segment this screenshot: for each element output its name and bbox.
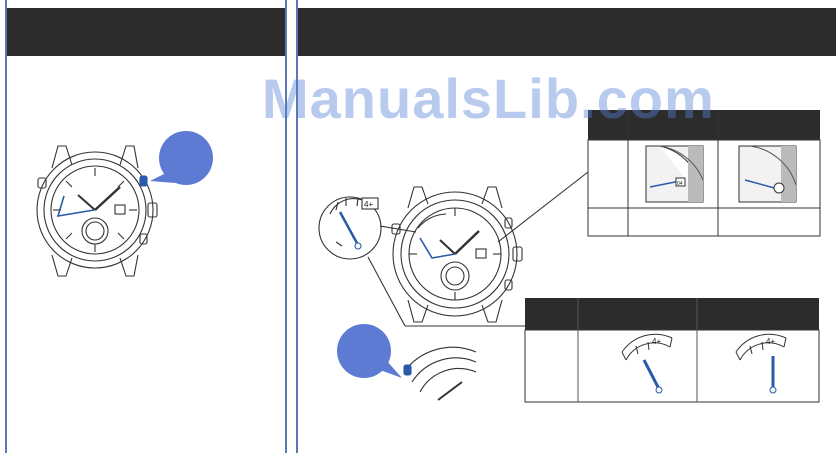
gauge-1-mark: 4+ xyxy=(652,337,661,346)
top-table-header xyxy=(588,110,820,140)
gauge-1-hand xyxy=(642,359,661,390)
right-watch-hour-hand xyxy=(454,230,480,255)
left-callout xyxy=(150,131,213,185)
partial-watch-illustration xyxy=(403,340,486,410)
bottom-gauge-2 xyxy=(735,333,787,394)
right-callout-pointer xyxy=(380,360,402,378)
top-thumb-2 xyxy=(738,145,797,203)
left-watch-illustration xyxy=(36,145,158,277)
magnifier-leader-line xyxy=(379,225,417,233)
left-panel-header xyxy=(7,8,285,56)
right-callout xyxy=(337,324,402,378)
left-watch-blue-hand xyxy=(56,195,95,218)
right-watch-crown xyxy=(512,246,523,262)
right-watch-subdial xyxy=(440,261,470,291)
left-watch-hour-hand xyxy=(94,186,121,211)
partial-watch-button-highlight xyxy=(403,364,412,376)
right-watch-case xyxy=(392,191,518,317)
left-watch-lug-bottom-right xyxy=(119,254,139,277)
right-panel xyxy=(296,0,836,453)
thumb-2-blue-hand xyxy=(744,179,779,190)
right-watch-blue-hand xyxy=(419,237,456,259)
left-watch-case xyxy=(36,151,154,269)
top-table xyxy=(587,110,821,237)
left-watch-lug-bottom-left xyxy=(51,254,73,277)
left-watch-minute-hand xyxy=(77,194,96,211)
left-watch-crown xyxy=(147,202,158,218)
right-watch-lug-top-left xyxy=(407,186,429,209)
right-panel-header xyxy=(298,8,836,56)
thumb-1-date: 04 xyxy=(677,181,683,187)
left-watch-button-highlight xyxy=(139,175,148,187)
bottom-gauge-1 xyxy=(621,333,673,394)
top-thumb-1 xyxy=(645,145,704,203)
right-watch-illustration xyxy=(391,186,523,323)
magnifier-leader-line-2 xyxy=(367,256,406,327)
bottom-table-header xyxy=(525,298,819,330)
left-watch-lug-top-right xyxy=(119,145,139,169)
right-watch-date-window xyxy=(475,248,487,259)
magnifier-circle xyxy=(318,196,382,260)
left-panel xyxy=(5,0,287,453)
left-watch-lug-top-left xyxy=(51,145,73,169)
indicator-magnifier xyxy=(318,196,417,327)
watermark: ManualsLib.com xyxy=(262,67,715,130)
bottom-table xyxy=(524,298,820,403)
gauge-2-mark: 4+ xyxy=(766,337,775,346)
left-callout-pointer xyxy=(150,172,175,183)
magnifier-mark-label: 4+ xyxy=(364,200,373,209)
left-watch-date-window xyxy=(114,204,126,215)
leader-to-top-table xyxy=(497,171,589,243)
magnifier-indicator-hand xyxy=(338,211,360,246)
right-callout-circle xyxy=(337,324,391,378)
left-callout-circle xyxy=(159,131,213,185)
